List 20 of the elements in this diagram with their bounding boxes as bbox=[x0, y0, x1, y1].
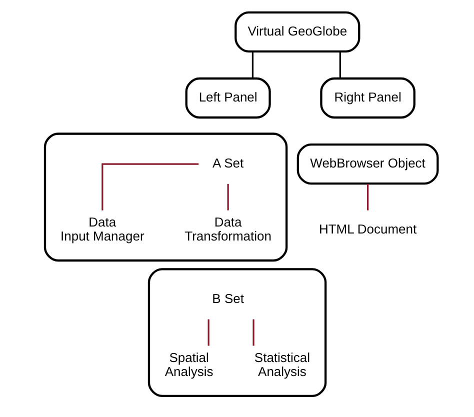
connector bbox=[252, 319, 254, 346]
connector bbox=[102, 163, 199, 210]
node-text: A Set bbox=[212, 155, 244, 170]
node-text: Data Input Manager bbox=[60, 214, 144, 244]
node-box: WebBrowser Object bbox=[296, 144, 439, 185]
connector bbox=[227, 184, 229, 210]
connector bbox=[208, 319, 210, 346]
node-box: Right Panel bbox=[320, 77, 416, 119]
node-text: B Set bbox=[212, 290, 244, 306]
node-box: Left Panel bbox=[185, 77, 271, 119]
connector bbox=[366, 184, 369, 210]
node-text: Spatial Analysis bbox=[164, 350, 214, 379]
connector bbox=[339, 52, 341, 78]
connector bbox=[252, 52, 254, 78]
node-text: Statistical Analysis bbox=[254, 350, 310, 379]
cluster bbox=[44, 132, 288, 262]
node-text: Data Transformation bbox=[184, 214, 272, 244]
node-text: HTML Document bbox=[318, 222, 417, 237]
node-box: Virtual GeoGlobe bbox=[234, 11, 360, 53]
cluster bbox=[148, 268, 327, 397]
